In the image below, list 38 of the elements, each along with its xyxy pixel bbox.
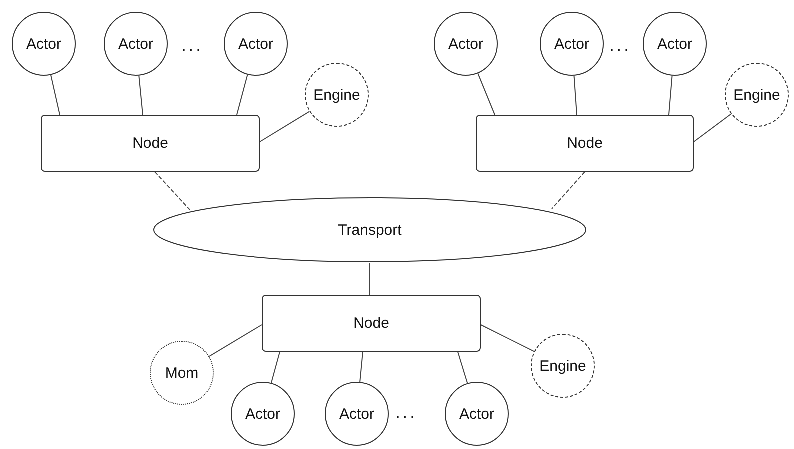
connector-line [236, 74, 248, 116]
ellipsis-label: ... [396, 405, 418, 422]
connector-line [552, 172, 586, 210]
connector-line [138, 75, 144, 116]
connector-line [480, 324, 535, 352]
connector-line [270, 352, 280, 384]
connector-line [208, 324, 262, 358]
node-label: Node [132, 135, 168, 152]
connector-line [694, 114, 732, 142]
ellipsis-label: ... [610, 38, 632, 55]
connector-line [360, 352, 364, 383]
node-label: Mom [165, 364, 199, 382]
node-label: Engine [734, 86, 780, 104]
node-label: Actor [459, 406, 494, 422]
node-label: Actor [657, 36, 692, 52]
connector-line [458, 352, 468, 384]
connector-line [154, 172, 190, 210]
node-label: Actor [554, 36, 590, 52]
connector-line [668, 75, 673, 116]
process-box [476, 115, 694, 172]
process-box [41, 115, 260, 172]
node-label: Actor [245, 406, 280, 422]
connector-line [574, 75, 578, 116]
node-label: Node [354, 315, 390, 332]
node-label: Actor [339, 406, 374, 422]
process-box [262, 295, 481, 352]
node-label: Transport [338, 222, 402, 238]
ellipsis-label: ... [182, 38, 204, 55]
node-label: Node [567, 135, 603, 152]
node-label: Engine [314, 86, 360, 104]
node-label: Actor [448, 36, 484, 52]
connector-line [50, 74, 60, 116]
connector-line [478, 73, 496, 116]
connector-line [260, 111, 310, 142]
node-label: Actor [238, 36, 274, 52]
node-label: Actor [118, 36, 154, 52]
node-label: Engine [540, 358, 586, 374]
node-label: Actor [26, 36, 62, 52]
